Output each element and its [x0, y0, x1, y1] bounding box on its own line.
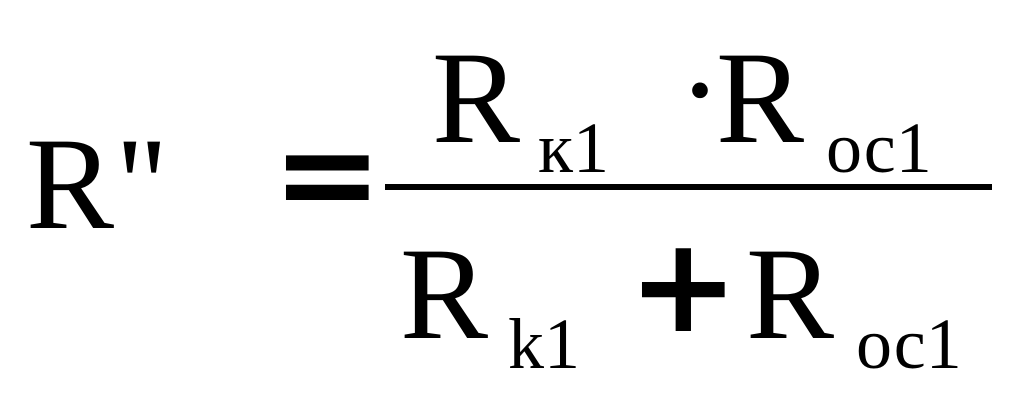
fraction-bar — [385, 184, 992, 190]
lhs-symbol: R — [26, 110, 115, 257]
numerator-term2-symbol: R — [716, 24, 805, 171]
equals-sign: = — [272, 97, 383, 251]
denominator-term2-symbol: R — [746, 220, 835, 367]
denominator-operator: + — [628, 209, 739, 363]
denominator-term2-subscript: ос1 — [856, 304, 962, 384]
numerator-term1-subscript: к1 — [538, 108, 609, 188]
numerator-term1-symbol: R — [432, 24, 521, 171]
numerator-operator: · — [678, 16, 722, 163]
denominator-term1-subscript: k1 — [508, 304, 580, 384]
numerator-term2-subscript: ос1 — [826, 108, 932, 188]
lhs-primes: '' — [118, 110, 166, 257]
denominator-term1-symbol: R — [400, 220, 489, 367]
